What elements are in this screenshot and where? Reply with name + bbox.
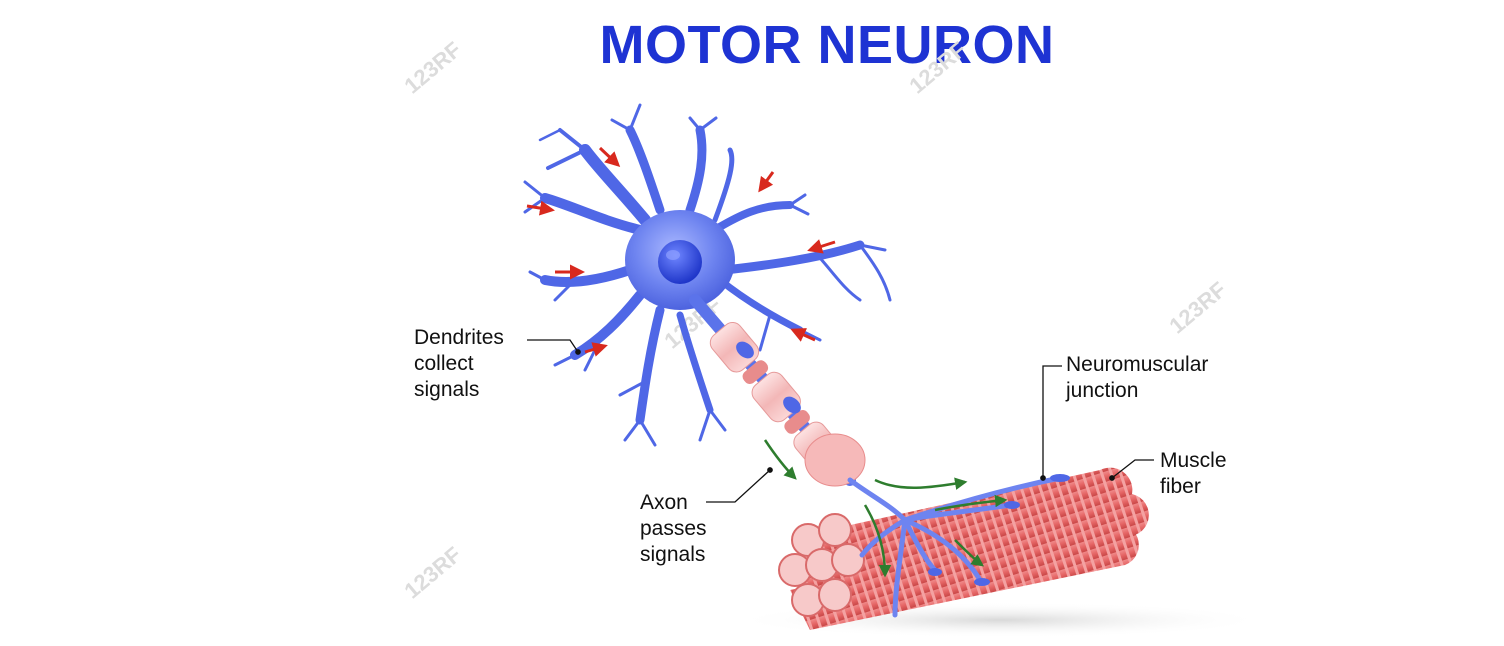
- label-neuromuscular-junction: Neuromuscular junction: [1066, 353, 1209, 402]
- fiber-end-faces: [778, 513, 865, 617]
- label-dendrites: Dendrites collect signals: [414, 326, 504, 401]
- nucleus-highlight: [666, 250, 680, 260]
- title-text: MOTOR NEURON: [599, 15, 1055, 75]
- diagram-title: MOTOR NEURON: [0, 14, 1504, 76]
- axon-hillock: [804, 433, 866, 487]
- nucleus: [658, 240, 702, 284]
- dendrites: [523, 103, 892, 447]
- signal-flow-arrows: [763, 439, 1008, 578]
- signal-input-arrows: [526, 146, 836, 357]
- label-muscle-fiber: Muscle fiber: [1160, 449, 1227, 498]
- leader-lines: [527, 339, 1154, 503]
- label-axon: Axon passes signals: [640, 491, 707, 566]
- axon: [689, 294, 866, 487]
